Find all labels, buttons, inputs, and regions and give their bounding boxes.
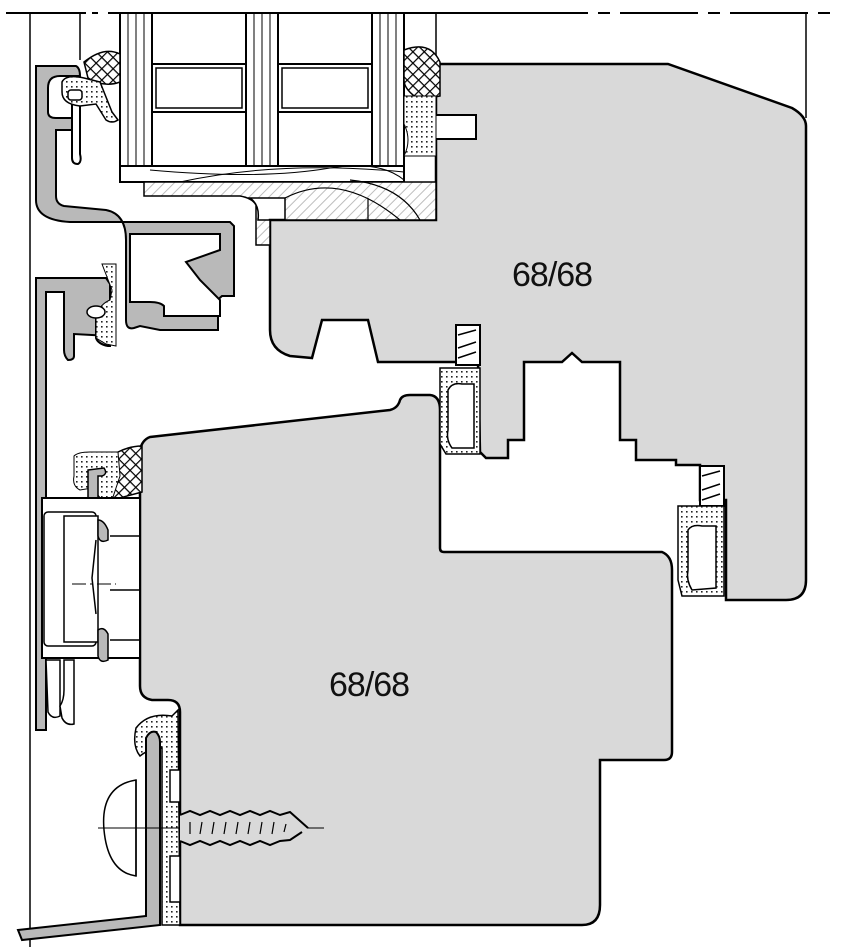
glazing-bead (143, 181, 437, 246)
sill-slot-lower (169, 855, 181, 903)
hinge-fitting (41, 497, 141, 726)
seal-hole (67, 89, 83, 101)
lower-profile-label: 68/68 (329, 666, 409, 704)
screw-icon (98, 809, 324, 847)
upper-wood-profile (268, 62, 808, 602)
weather-seal-dotted-right (403, 95, 437, 157)
seal-bulb (86, 305, 106, 319)
seal-groove (436, 114, 477, 140)
lower-wood-profile (138, 393, 674, 927)
weather-seal-dotted-top-left (61, 75, 120, 123)
bead-arcs (284, 179, 421, 221)
aluminium-inner-cutout (129, 233, 221, 317)
sill-flashing (16, 730, 161, 942)
sill-slot-upper (169, 769, 181, 803)
glazing-unit (119, 12, 405, 183)
center-gasket-upper (439, 324, 481, 455)
weather-seal-top-right (403, 46, 441, 101)
center-gasket-lower (677, 465, 725, 597)
aluminium-clip (71, 100, 82, 166)
upper-profile-label: 68/68 (512, 256, 592, 294)
